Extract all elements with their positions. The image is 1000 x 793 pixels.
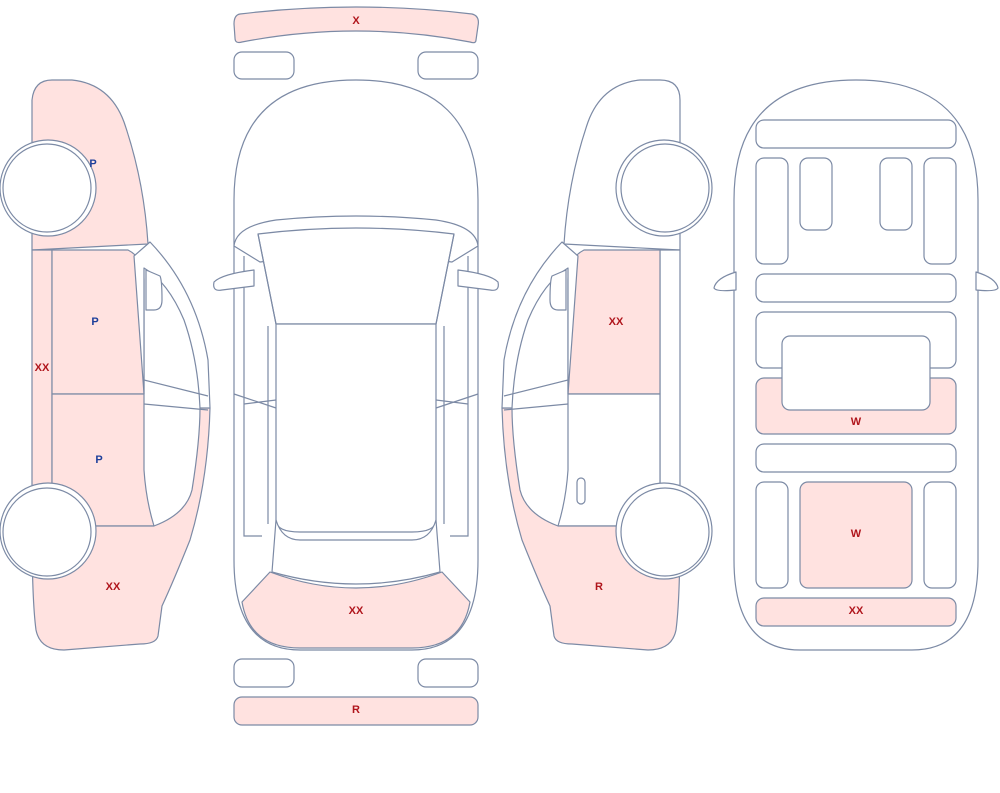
trunk-lid[interactable] [241, 571, 471, 649]
right-front-wheel[interactable] [620, 143, 710, 233]
left-rocker-code: XX [35, 362, 50, 374]
rear-bumper-code: R [352, 704, 360, 716]
right-rear-wheel[interactable] [620, 487, 710, 577]
right-quarter-code: R [595, 581, 603, 593]
underside-left-mount[interactable] [799, 157, 833, 231]
rear-bumper[interactable] [233, 696, 479, 726]
underside-crossmember[interactable] [755, 273, 957, 303]
roof[interactable] [275, 323, 437, 533]
underside-rear-crossmember[interactable] [755, 443, 957, 473]
bottom-panel-a-code: W [851, 416, 862, 428]
windshield[interactable] [257, 227, 455, 325]
right-windows[interactable] [501, 241, 579, 409]
underside-center-tunnel[interactable] [781, 335, 931, 411]
left-windows[interactable] [133, 241, 211, 409]
underside-left-rail[interactable] [755, 157, 789, 265]
left-mirror[interactable] [145, 269, 163, 311]
left-fender-code: P [89, 158, 96, 170]
front-bumper[interactable] [233, 6, 479, 44]
underside-right-mirror[interactable] [975, 271, 999, 292]
underside-left-rear-rail[interactable] [755, 481, 789, 589]
left-front-door-code: P [91, 316, 98, 328]
right-rear-quarter[interactable] [501, 407, 681, 651]
front-bumper-code: X [352, 15, 360, 27]
rear-window[interactable] [271, 519, 441, 585]
underside-front-panel[interactable] [755, 119, 957, 149]
top-left-mirror[interactable] [213, 269, 255, 291]
left-rear-quarter[interactable] [31, 407, 211, 651]
left-front-wheel[interactable] [2, 143, 92, 233]
underside-rear-panel[interactable] [755, 597, 957, 627]
right-mirror[interactable] [549, 269, 567, 311]
right-front-door-code: XX [609, 316, 624, 328]
right-taillight[interactable] [417, 658, 479, 688]
underside-right-rail[interactable] [923, 157, 957, 265]
left-taillight[interactable] [233, 658, 295, 688]
top-rear-code: XX [349, 605, 364, 617]
underside-rear-floor[interactable] [799, 481, 913, 589]
bottom-panel-b-code: W [851, 528, 862, 540]
left-rear-door-code: P [95, 454, 102, 466]
left-headlight[interactable] [233, 51, 295, 80]
fuel-door[interactable] [576, 477, 586, 505]
top-right-mirror[interactable] [457, 269, 499, 291]
underside-right-mount[interactable] [879, 157, 913, 231]
left-rear-wheel[interactable] [2, 487, 92, 577]
underside-right-rear-rail[interactable] [923, 481, 957, 589]
right-headlight[interactable] [417, 51, 479, 80]
bottom-rear-code: XX [849, 605, 864, 617]
underside-left-mirror[interactable] [713, 271, 737, 292]
left-quarter-code: XX [106, 581, 121, 593]
